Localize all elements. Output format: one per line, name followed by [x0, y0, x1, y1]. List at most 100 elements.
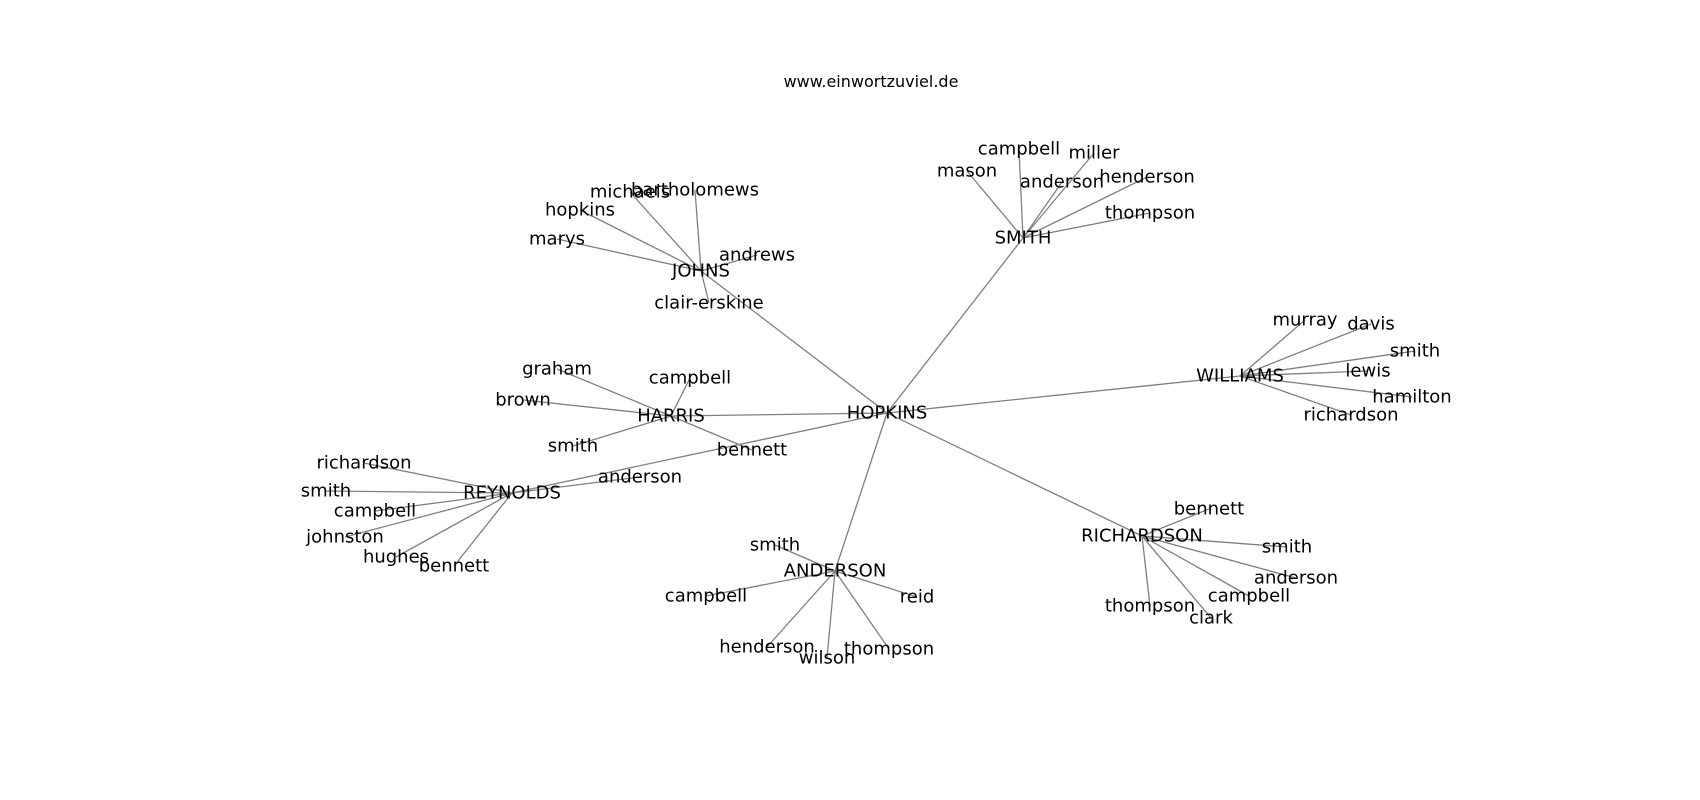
leaf-node-label-johns-andrews: andrews	[719, 245, 795, 266]
edge-root-williams	[886, 375, 1241, 414]
edge-johns-hopkins	[579, 209, 702, 272]
leaf-node-label-anderson-thompson: thompson	[844, 639, 934, 660]
leaf-node-label-richardson-smith: smith	[1262, 537, 1312, 558]
edge-reynolds-richardson	[363, 462, 513, 494]
leaf-node-label-richardson-clark: clark	[1189, 608, 1233, 629]
leaf-node-label-anderson-smith: smith	[750, 535, 800, 556]
edge-richardson-thompson	[1141, 535, 1151, 607]
leaf-node-label-smith-miller: miller	[1068, 143, 1120, 164]
edge-harris-brown	[522, 399, 672, 417]
edge-root-anderson	[834, 412, 888, 572]
leaf-node-label-richardson-anderson: anderson	[1254, 568, 1338, 589]
edge-harris-campbell	[670, 377, 691, 417]
edge-johns-andrews	[700, 254, 758, 272]
edge-smith-miller	[1022, 152, 1095, 239]
leaf-node-label-anderson-reid: reid	[900, 587, 935, 608]
leaf-node-label-williams-murray: murray	[1272, 310, 1337, 331]
leaf-node-label-richardson-campbell: campbell	[1208, 586, 1290, 607]
leaf-node-label-smith-henderson: henderson	[1099, 167, 1195, 188]
leaf-node-label-harris-brown: brown	[495, 390, 551, 411]
leaf-node-label-anderson-campbell: campbell	[665, 586, 747, 607]
edge-johns-michaels	[629, 191, 702, 272]
edge-williams-davis	[1239, 323, 1372, 377]
leaf-node-label-harris-campbell: campbell	[649, 368, 731, 389]
hub-node-label-johns: JOHNS	[671, 261, 730, 282]
leaf-node-label-williams-davis: davis	[1347, 314, 1395, 335]
leaf-node-label-williams-richardson: richardson	[1303, 405, 1398, 426]
hub-node-label-reynolds: REYNOLDS	[463, 483, 561, 504]
leaf-node-label-reynolds-hughes: hughes	[363, 547, 429, 568]
edge-anderson-campbell	[705, 570, 836, 597]
leaf-node-label-harris-graham: graham	[522, 359, 592, 380]
leaf-node-label-johns-bartholomews: bartholomews	[631, 180, 759, 201]
leaf-node-label-williams-smith: smith	[1390, 341, 1440, 362]
edge-richardson-anderson	[1141, 535, 1297, 579]
leaf-node-label-anderson-wilson: wilson	[799, 648, 856, 669]
edge-johns-bartholomews	[694, 189, 702, 272]
edge-root-harris	[670, 412, 888, 417]
edge-anderson-smith	[774, 544, 836, 572]
edge-johns-marys	[556, 238, 702, 272]
edge-reynolds-anderson	[511, 476, 641, 494]
site-url-title: www.einwortzuviel.de	[783, 72, 959, 91]
edge-richardson-clark	[1141, 535, 1212, 619]
leaf-node-label-johns-marys: marys	[529, 229, 585, 250]
edge-root-reynolds	[511, 412, 888, 494]
edge-anderson-wilson	[826, 570, 836, 659]
edge-reynolds-johnston	[344, 492, 513, 538]
leaf-node-label-johns-clair-erskine: clair-erskine	[654, 293, 763, 314]
edge-smith-mason	[966, 170, 1024, 239]
leaf-node-label-richardson-thompson: thompson	[1105, 596, 1195, 617]
leaf-node-label-reynolds-smith: smith	[301, 481, 351, 502]
hub-node-label-smith: SMITH	[995, 228, 1052, 249]
edge-richardson-campbell	[1141, 535, 1250, 597]
leaf-node-label-johns-hopkins: hopkins	[545, 200, 615, 221]
edge-harris-graham	[556, 368, 672, 417]
edge-williams-murray	[1239, 319, 1306, 377]
edge-root-smith	[886, 237, 1024, 414]
edge-root-richardson	[886, 412, 1143, 537]
edge-anderson-reid	[834, 570, 918, 598]
leaf-node-label-johns-michaels: michaels	[590, 182, 670, 203]
hub-node-label-richardson: RICHARDSON	[1081, 526, 1203, 547]
hub-node-label-harris: HARRIS	[637, 406, 705, 427]
leaf-node-label-williams-hamilton: hamilton	[1372, 387, 1451, 408]
edge-johns-clair-erskine	[700, 270, 710, 304]
leaf-node-label-smith-campbell: campbell	[978, 139, 1060, 160]
leaf-node-label-smith-mason: mason	[937, 161, 997, 182]
edge-reynolds-campbell	[374, 492, 513, 512]
leaf-node-label-reynolds-richardson: richardson	[316, 453, 411, 474]
leaf-node-label-reynolds-bennett: bennett	[419, 556, 490, 577]
leaf-node-label-reynolds-campbell: campbell	[334, 501, 416, 522]
edge-harris-smith	[572, 415, 672, 447]
edge-reynolds-smith	[325, 490, 513, 494]
leaf-node-label-reynolds-anderson: anderson	[598, 467, 682, 488]
leaf-node-label-smith-anderson: anderson	[1020, 172, 1104, 193]
leaf-node-label-harris-bennett: bennett	[717, 440, 788, 461]
edge-smith-henderson	[1022, 176, 1148, 239]
leaf-node-label-smith-thompson: thompson	[1105, 203, 1195, 224]
hub-node-label-anderson: ANDERSON	[784, 561, 887, 582]
hub-node-label-williams: WILLIAMS	[1196, 366, 1284, 387]
edge-smith-campbell	[1018, 148, 1024, 239]
edge-reynolds-bennett	[453, 492, 513, 567]
leaf-node-label-anderson-henderson: henderson	[719, 637, 815, 658]
edge-anderson-henderson	[766, 570, 836, 648]
edge-anderson-thompson	[834, 570, 890, 650]
leaf-node-label-harris-smith: smith	[548, 436, 598, 457]
root-node-label: HOPKINS	[847, 403, 928, 424]
leaf-node-label-reynolds-johnston: johnston	[305, 527, 384, 548]
leaf-node-label-williams-lewis: lewis	[1345, 361, 1390, 382]
edge-richardson-smith	[1141, 535, 1288, 548]
leaf-node-label-richardson-bennett: bennett	[1174, 499, 1245, 520]
graph-edges	[325, 148, 1416, 659]
edge-smith-thompson	[1022, 212, 1151, 239]
edge-williams-lewis	[1239, 370, 1369, 377]
edge-reynolds-hughes	[395, 492, 513, 558]
edge-williams-smith	[1239, 350, 1416, 377]
edge-williams-richardson	[1239, 375, 1352, 416]
edge-smith-anderson	[1022, 181, 1063, 239]
edge-williams-hamilton	[1239, 375, 1413, 398]
